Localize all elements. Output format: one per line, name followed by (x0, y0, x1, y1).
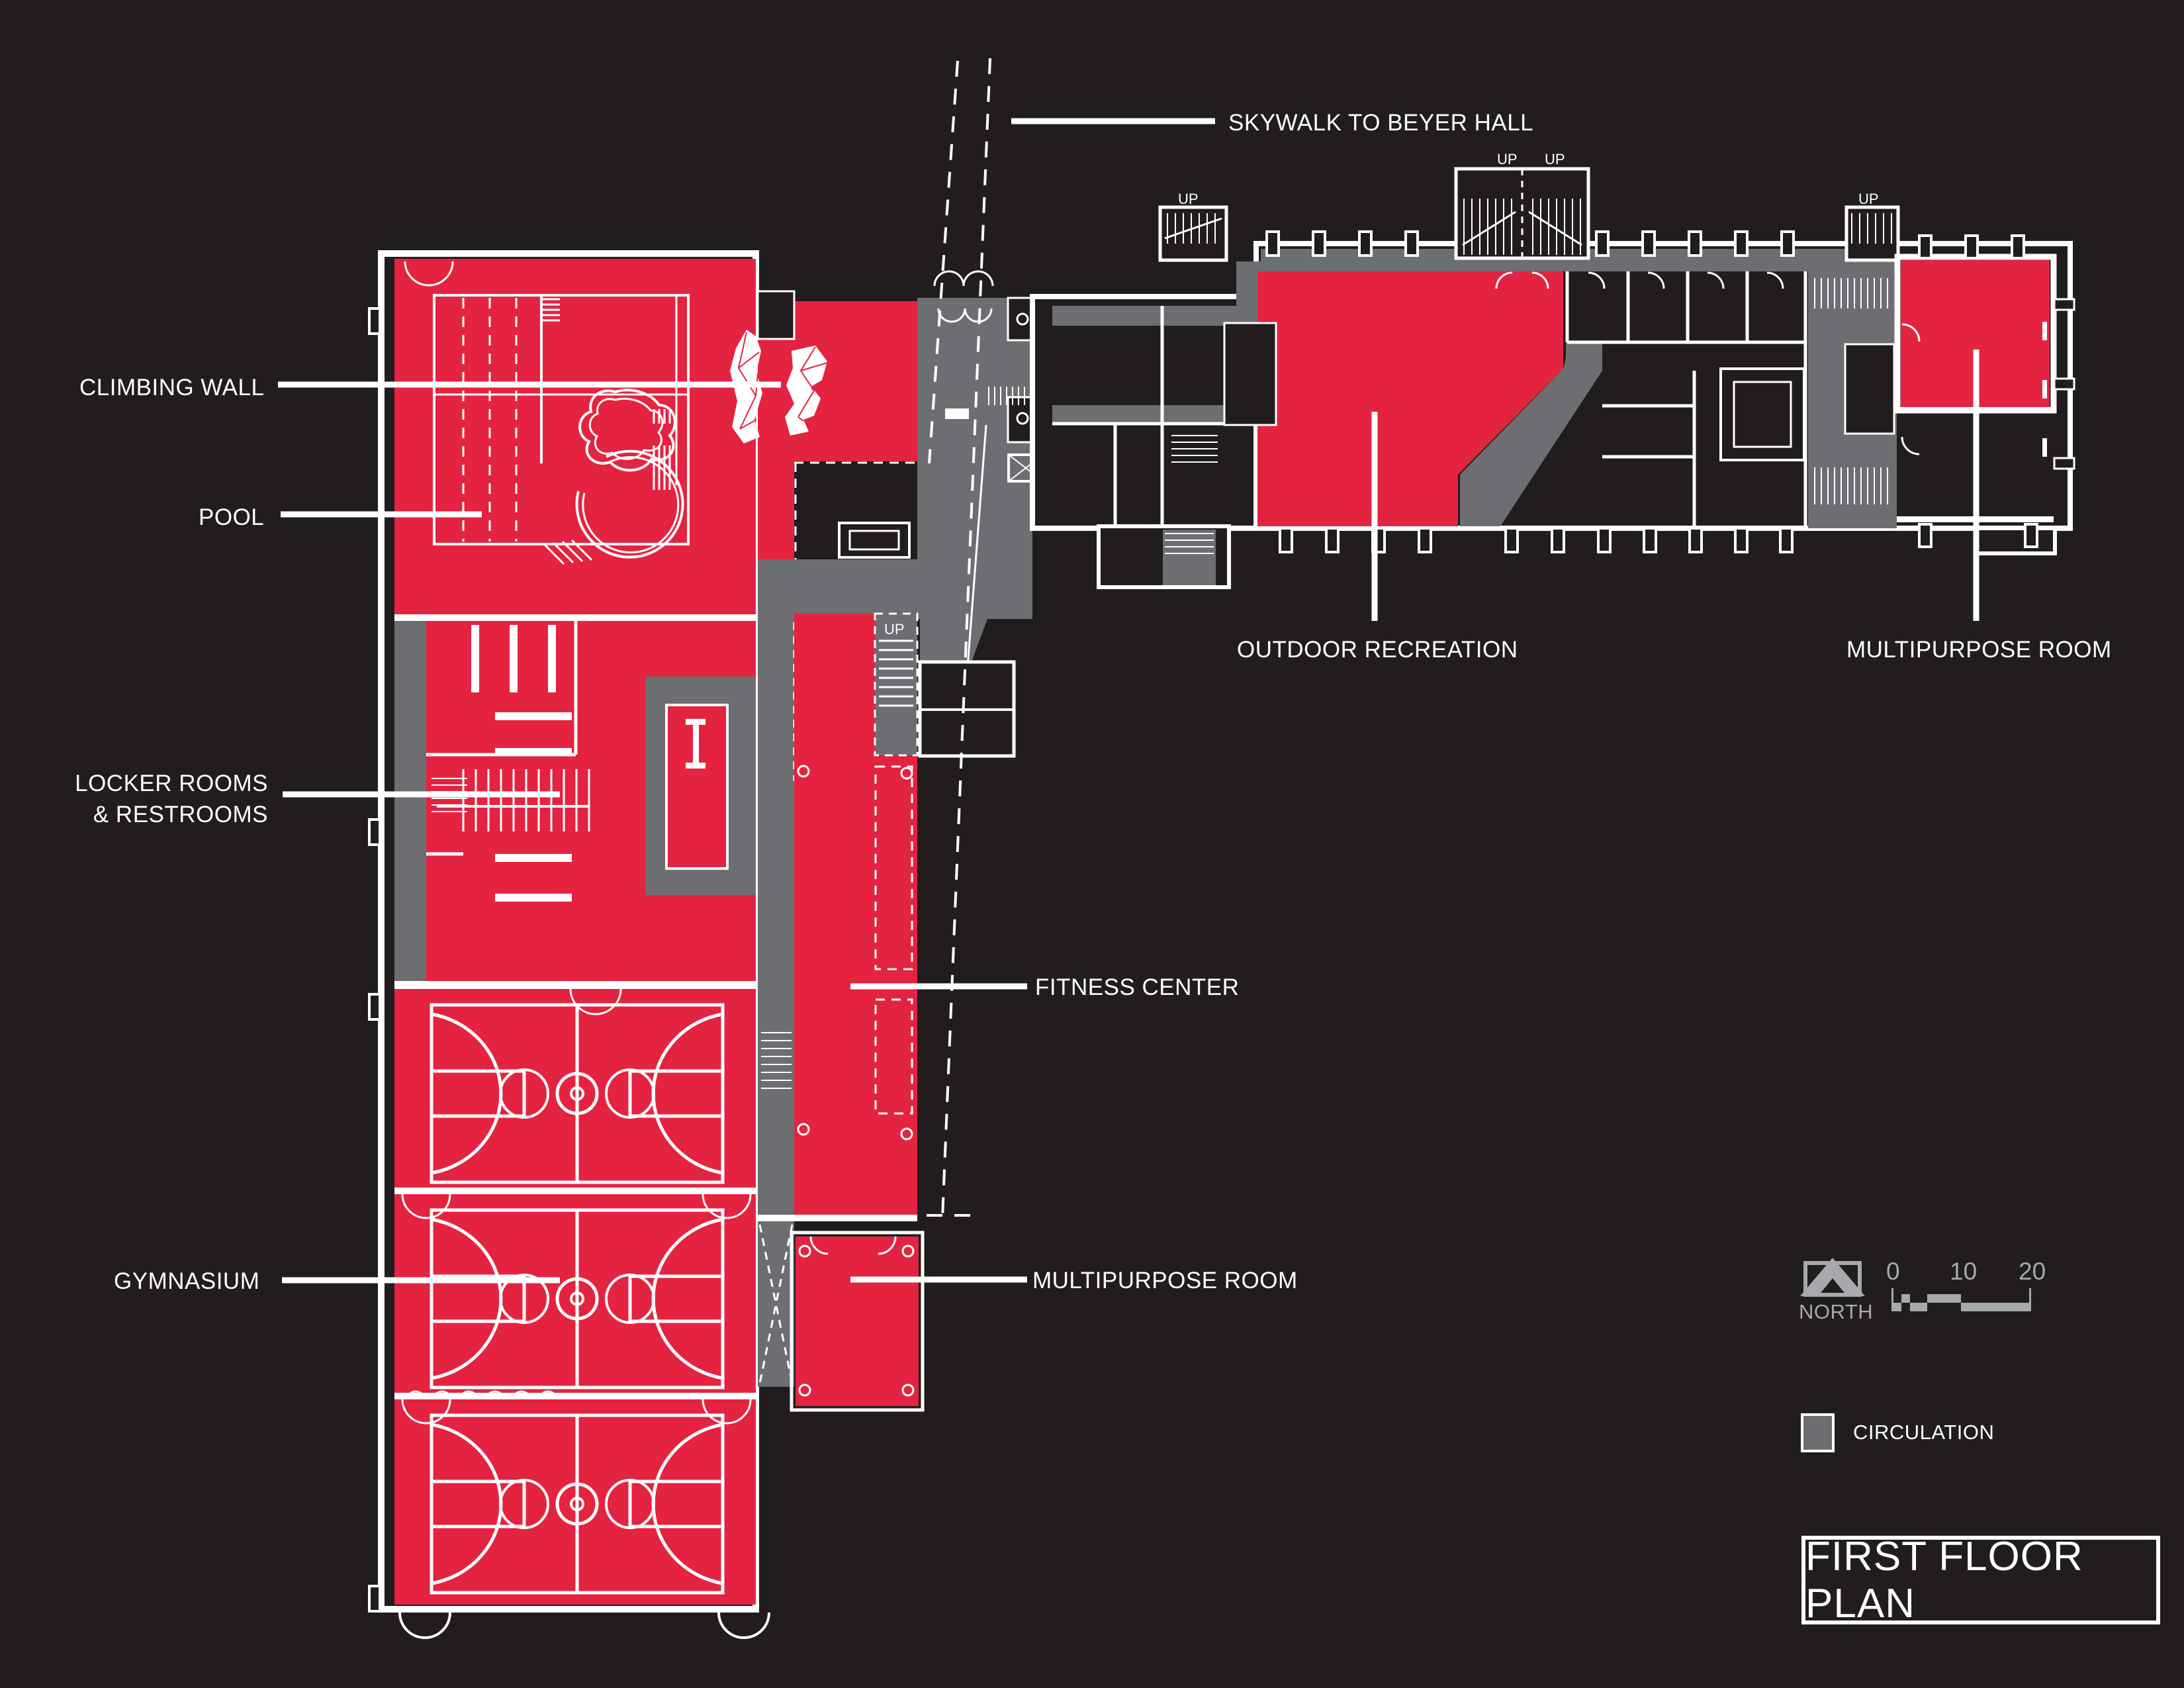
gymnasium-label: GYMNASIUM (114, 1268, 260, 1294)
fitness-center-area: UP (758, 612, 919, 1221)
locker-rooms-label: LOCKER ROOMS & RESTROOMS (73, 768, 268, 831)
top-pilasters (1265, 230, 2025, 259)
pool-label: POOL (199, 504, 265, 530)
scale-bar (1891, 1288, 2031, 1311)
left-wing (368, 250, 770, 1639)
pool-area (394, 259, 756, 614)
outdoor-recreation-area (1257, 271, 1563, 526)
entry-stair-towers (1158, 167, 1900, 262)
multipurpose-room-bottom (758, 1221, 925, 1412)
leader-lines (278, 118, 1979, 1284)
up-label: UP (884, 621, 905, 637)
multipurpose-bottom-label: MULTIPURPOSE ROOM (1032, 1268, 1298, 1293)
locker-rooms-label-line2: & RESTROOMS (93, 802, 268, 828)
circulation-label: CIRCULATION (1853, 1421, 1995, 1444)
skywalk-label: SKYWALK TO BEYER HALL (1228, 110, 1534, 136)
locker-rooms-label-line1: LOCKER ROOMS (75, 771, 268, 796)
scale-tick-10: 10 (1950, 1258, 1978, 1285)
exit-doors (398, 1612, 770, 1639)
up-label: UP (1497, 151, 1518, 167)
circulation-swatch (1801, 1413, 1835, 1452)
north-label: NORTH (1799, 1300, 1874, 1323)
fitness-center-label: FITNESS CENTER (1035, 974, 1240, 1000)
multipurpose-right-label: MULTIPURPOSE ROOM (1846, 637, 2112, 663)
locker-rooms-area (394, 621, 756, 981)
scale-tick-0: 0 (1886, 1258, 1900, 1285)
right-wing (1030, 167, 2075, 589)
up-label: UP (1858, 191, 1879, 207)
match-line (408, 1390, 594, 1398)
north-arrow-icon (1800, 1258, 1865, 1297)
skywalk-path (927, 58, 991, 1219)
junction-area (730, 270, 1049, 758)
gymnasium-area (394, 988, 756, 1605)
title-box: FIRST FLOOR PLAN (1801, 1534, 2160, 1626)
climbing-wall-label: CLIMBING WALL (79, 375, 265, 400)
outdoor-recreation-label: OUTDOOR RECREATION (1237, 637, 1518, 663)
up-label: UP (1178, 191, 1199, 207)
up-label: UP (1545, 151, 1565, 167)
scale-tick-20: 20 (2019, 1258, 2046, 1285)
page-title: FIRST FLOOR PLAN (1805, 1534, 2083, 1626)
